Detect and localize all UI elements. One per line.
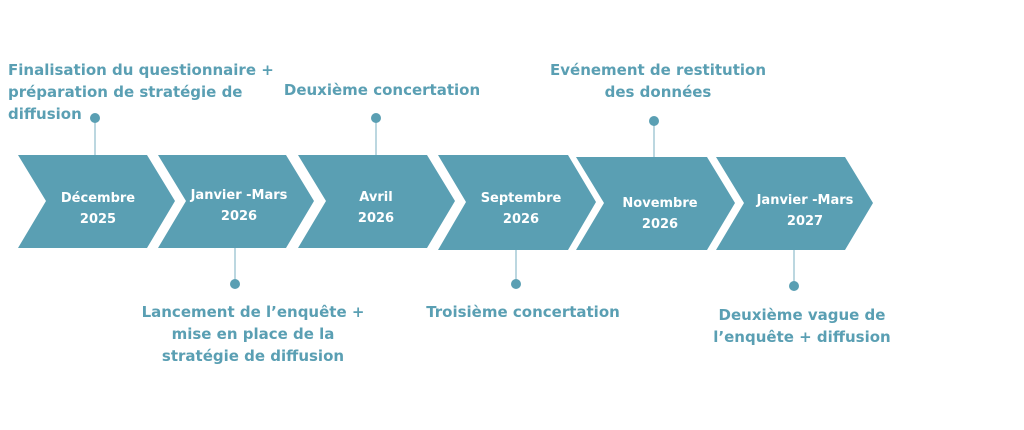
step-1-note: Finalisation du questionnaire +préparati… <box>8 61 274 123</box>
step-2-note: Lancement de l’enquête +mise en place de… <box>141 303 365 365</box>
chevron-step-1 <box>18 155 175 248</box>
step-4-note: Troisième concertation <box>426 303 620 321</box>
chevron-step-5 <box>576 157 735 250</box>
chevron-step-4 <box>438 155 596 250</box>
chevron-step-3 <box>298 155 455 248</box>
chevron-step-6 <box>716 157 873 250</box>
dot-5 <box>649 116 659 126</box>
dot-6 <box>789 281 799 291</box>
dot-4 <box>511 279 521 289</box>
step-3-note: Deuxième concertation <box>283 81 481 99</box>
chevron-step-2 <box>158 155 314 248</box>
dot-3 <box>371 113 381 123</box>
dot-2 <box>230 279 240 289</box>
dot-1 <box>90 113 100 123</box>
